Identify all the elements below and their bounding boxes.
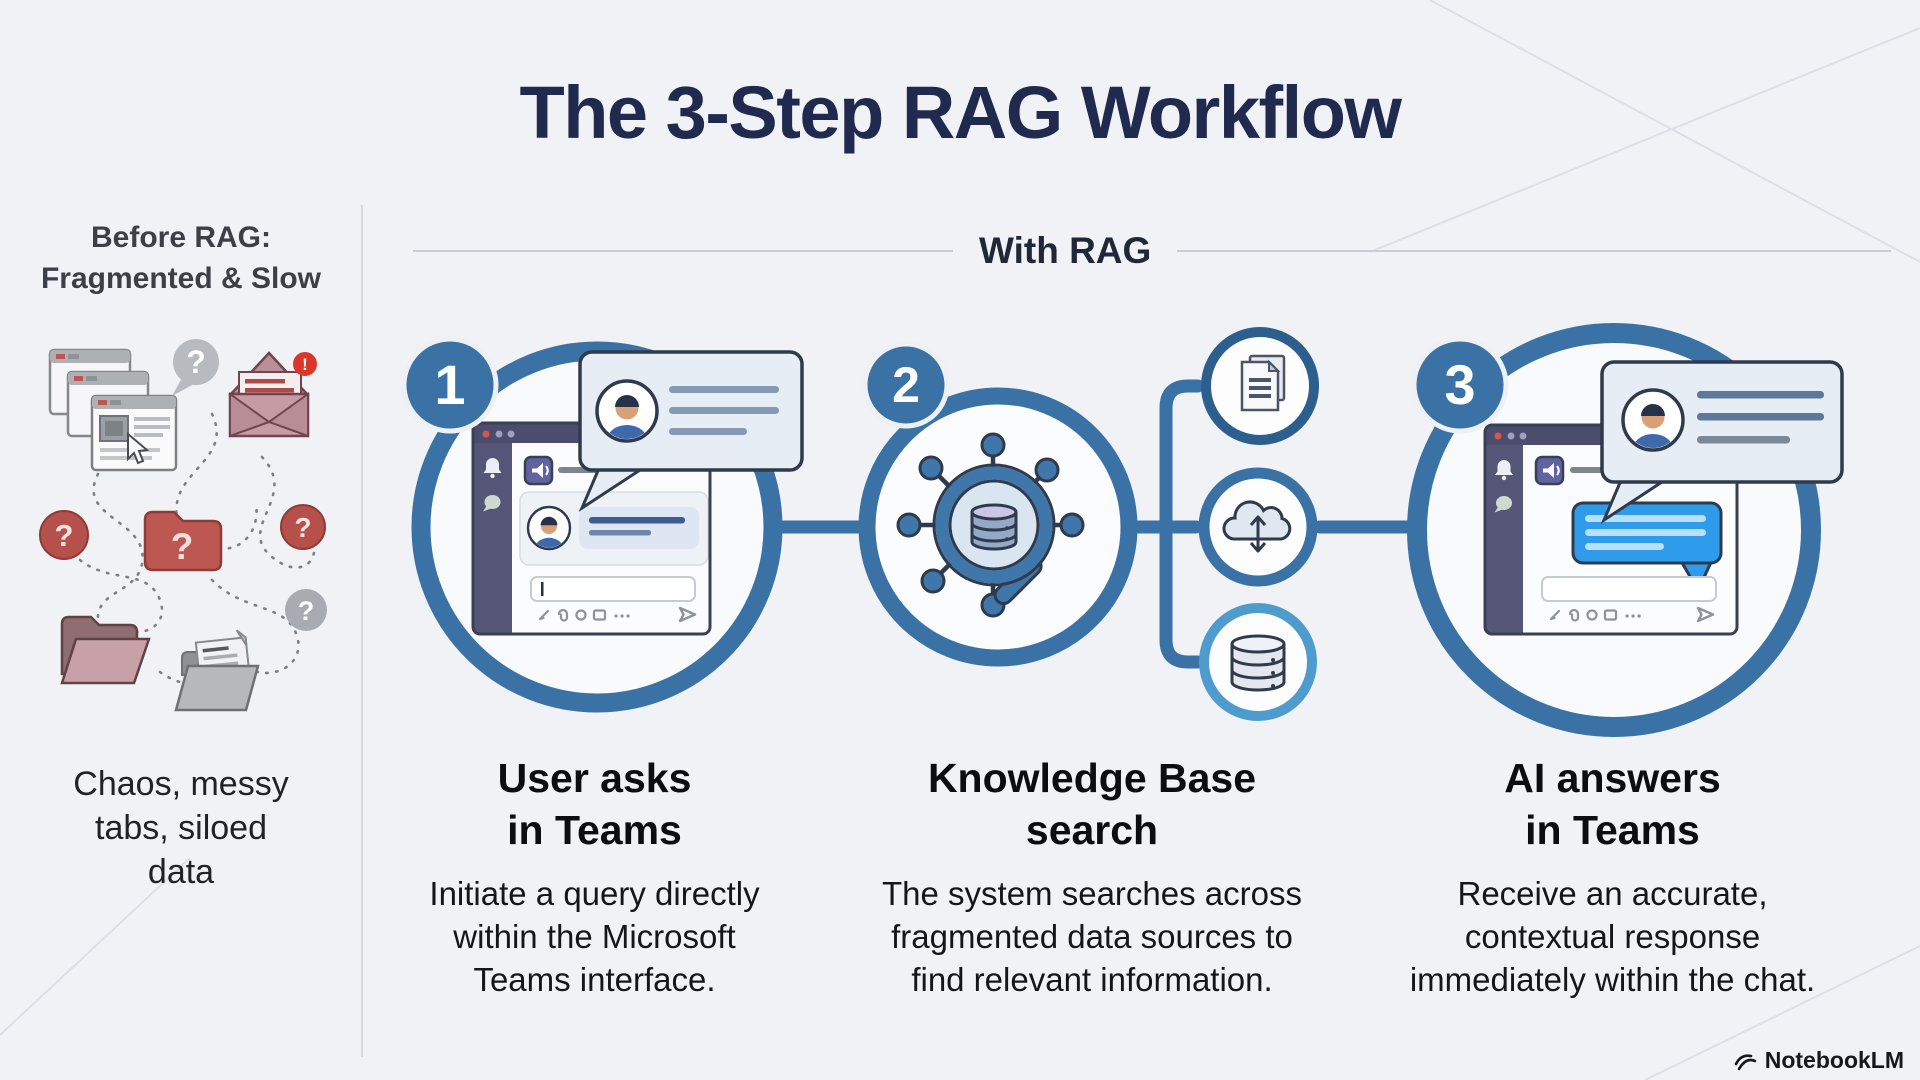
step2-heading-line1: Knowledge Base (927, 755, 1257, 801)
footer-brand: NotebookLM (1732, 1047, 1904, 1074)
question-circle-red-right: ? (280, 504, 326, 550)
chaos-illustration: ? ! ? ? ? ? (39, 339, 327, 712)
step3-description: Receive an accurate, contextual response… (1385, 873, 1840, 1002)
before-rag-heading: Before RAG: Fragmented & Slow (0, 218, 362, 299)
documents-folder-icon (174, 629, 260, 712)
message-input (530, 576, 696, 602)
before-rag-heading-line2: Fragmented & Slow (40, 261, 322, 295)
teams-window-step1 (471, 350, 804, 636)
desc-line: Teams interface. (473, 960, 716, 998)
caption-line: tabs, siloed (95, 809, 267, 848)
message-input (1541, 576, 1717, 602)
step2-badge: 2 (862, 341, 950, 429)
step1-heading-line1: User asks (497, 755, 692, 801)
speaker-app-icon (523, 455, 554, 486)
header-rule-right (1177, 250, 1891, 252)
step3-badge: 3 (1411, 336, 1509, 434)
desc-line: within the Microsoft (453, 917, 736, 955)
svg-text:?: ? (171, 526, 194, 567)
step2-heading: Knowledge Base search (872, 752, 1312, 857)
alert-badge (293, 352, 317, 376)
before-rag-heading-line1: Before RAG: (90, 221, 271, 254)
caption-line: Chaos, messy (73, 765, 289, 803)
svg-text:3: 3 (1444, 353, 1475, 416)
email-alert-icon: ! (228, 351, 317, 438)
source-database-circle (1199, 603, 1317, 721)
question-circle-red-left: ? (39, 510, 89, 560)
header-rule-left (413, 250, 953, 252)
open-folder-icon (60, 615, 151, 685)
bell-icon (1495, 460, 1513, 481)
svg-text:?: ? (294, 512, 311, 543)
question-circle-gray: ? (285, 589, 327, 631)
desc-line: Initiate a query directly (429, 874, 760, 912)
desc-line: The system searches across (882, 874, 1302, 912)
speaker-app-icon (1534, 455, 1565, 486)
question-bubble-icon: ? (172, 339, 219, 396)
page-title: The 3-Step RAG Workflow (519, 71, 1402, 154)
cursor-arrow-icon (127, 431, 150, 465)
caption-line: data (147, 853, 215, 892)
desc-line: contextual response (1464, 917, 1761, 955)
with-rag-label: With RAG (979, 230, 1152, 271)
desc-line: immediately within the chat. (1409, 960, 1816, 998)
avatar-icon (528, 507, 570, 550)
teams-window-step3 (1483, 360, 1844, 636)
svg-text:?: ? (55, 518, 74, 553)
ai-answer-bubble (1571, 501, 1723, 594)
desc-line: Receive an accurate, (1457, 874, 1768, 912)
message-text-lines (1697, 391, 1824, 444)
step3-heading-line1: AI answers (1504, 755, 1721, 801)
document-pages-icon (1240, 354, 1286, 412)
desc-line: find relevant information. (911, 960, 1273, 998)
svg-text:1: 1 (434, 353, 465, 416)
with-rag-header: With RAG (413, 230, 1891, 272)
step1-badge: 1 (401, 336, 499, 434)
step1-description: Initiate a query directly within the Mic… (397, 873, 792, 1002)
step1-heading-line2: in Teams (507, 807, 682, 854)
folder-question-icon: ? (143, 510, 223, 572)
svg-text:?: ? (186, 344, 206, 380)
svg-text:?: ? (298, 596, 315, 626)
chat-icon (483, 495, 501, 512)
notebooklm-wave-icon (1734, 1053, 1757, 1070)
step2-text: Knowledge Base search The system searche… (872, 752, 1312, 1002)
before-rag-caption: Chaos, messy tabs, siloed data (0, 762, 362, 895)
step3-heading-line2: in Teams (1525, 807, 1700, 854)
answer-speech-bubble (1600, 360, 1844, 524)
svg-text:2: 2 (892, 357, 920, 413)
svg-text:!: ! (302, 355, 308, 374)
chat-icon (1494, 496, 1512, 513)
step3-heading: AI answers in Teams (1385, 752, 1840, 857)
avatar-icon (597, 381, 657, 442)
panel-divider (361, 205, 363, 1057)
avatar-icon (1623, 390, 1683, 451)
brand-label: NotebookLM (1764, 1047, 1904, 1073)
knowledge-search-illustration (896, 432, 1085, 618)
desc-line: fragmented data sources to (891, 917, 1293, 955)
magnifier-database-icon (932, 463, 1056, 606)
workflow-diagram: 1 2 3 (401, 323, 1844, 737)
cloud-sync-icon (1222, 500, 1292, 553)
bell-icon (483, 458, 502, 479)
query-speech-bubble (578, 350, 804, 512)
workflow-connectors (769, 379, 1419, 669)
user-message-bubble (579, 507, 699, 549)
message-text-lines (669, 386, 779, 435)
step3-text: AI answers in Teams Receive an accurate,… (1385, 752, 1840, 1002)
step1-heading: User asks in Teams (397, 752, 792, 857)
browser-windows-icon (48, 348, 178, 472)
source-document-circle (1201, 327, 1319, 445)
step2-heading-line2: search (1025, 807, 1159, 854)
source-cloud-circle (1198, 467, 1318, 587)
database-cylinder-icon (1230, 634, 1286, 692)
step1-text: User asks in Teams Initiate a query dire… (397, 752, 792, 1002)
step2-description: The system searches across fragmented da… (872, 873, 1312, 1002)
